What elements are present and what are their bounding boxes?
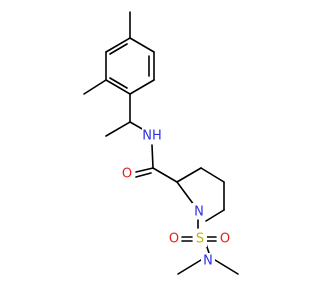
carbonyl-double-bond-a: [135, 167, 154, 173]
piperidine-ring: [152, 167, 225, 222]
n-methyl-right-bond: [214, 259, 239, 275]
carbonyl-oxygen-atom: O: [120, 166, 134, 182]
ch-methyl-bond: [105, 121, 131, 137]
nh-atom: NH: [142, 128, 162, 144]
sulfonyl-oxygen-right-label: O: [220, 232, 230, 247]
sulfonyl-oxygen-right-atom: O: [218, 231, 232, 247]
ring-nitrogen-atom: N: [192, 203, 206, 220]
nh-label: NH: [142, 129, 162, 144]
molecule-structure: NH O N S O O N: [83, 11, 239, 275]
nh-to-carbonyl-bond: [151, 144, 154, 169]
sulfur-label: S: [196, 232, 204, 247]
sulfonyl-oxygen-left-label: O: [169, 232, 179, 247]
ch-to-nh-bond: [129, 121, 145, 131]
carbonyl-double-bond-b: [135, 172, 152, 178]
carbonyl-oxygen-label: O: [122, 167, 132, 182]
n-methyl-left-bond: [177, 259, 202, 275]
methyl-left-bond: [83, 79, 107, 95]
aromatic-ring: [105, 37, 155, 95]
sulfur-atom: S: [193, 231, 207, 247]
sulfonyl-oxygen-left-atom: O: [167, 231, 181, 247]
ring-nitrogen-label: N: [194, 205, 204, 220]
dimethylamine-nitrogen-atom: N: [201, 253, 215, 269]
dimethylamine-nitrogen-label: N: [203, 254, 213, 269]
